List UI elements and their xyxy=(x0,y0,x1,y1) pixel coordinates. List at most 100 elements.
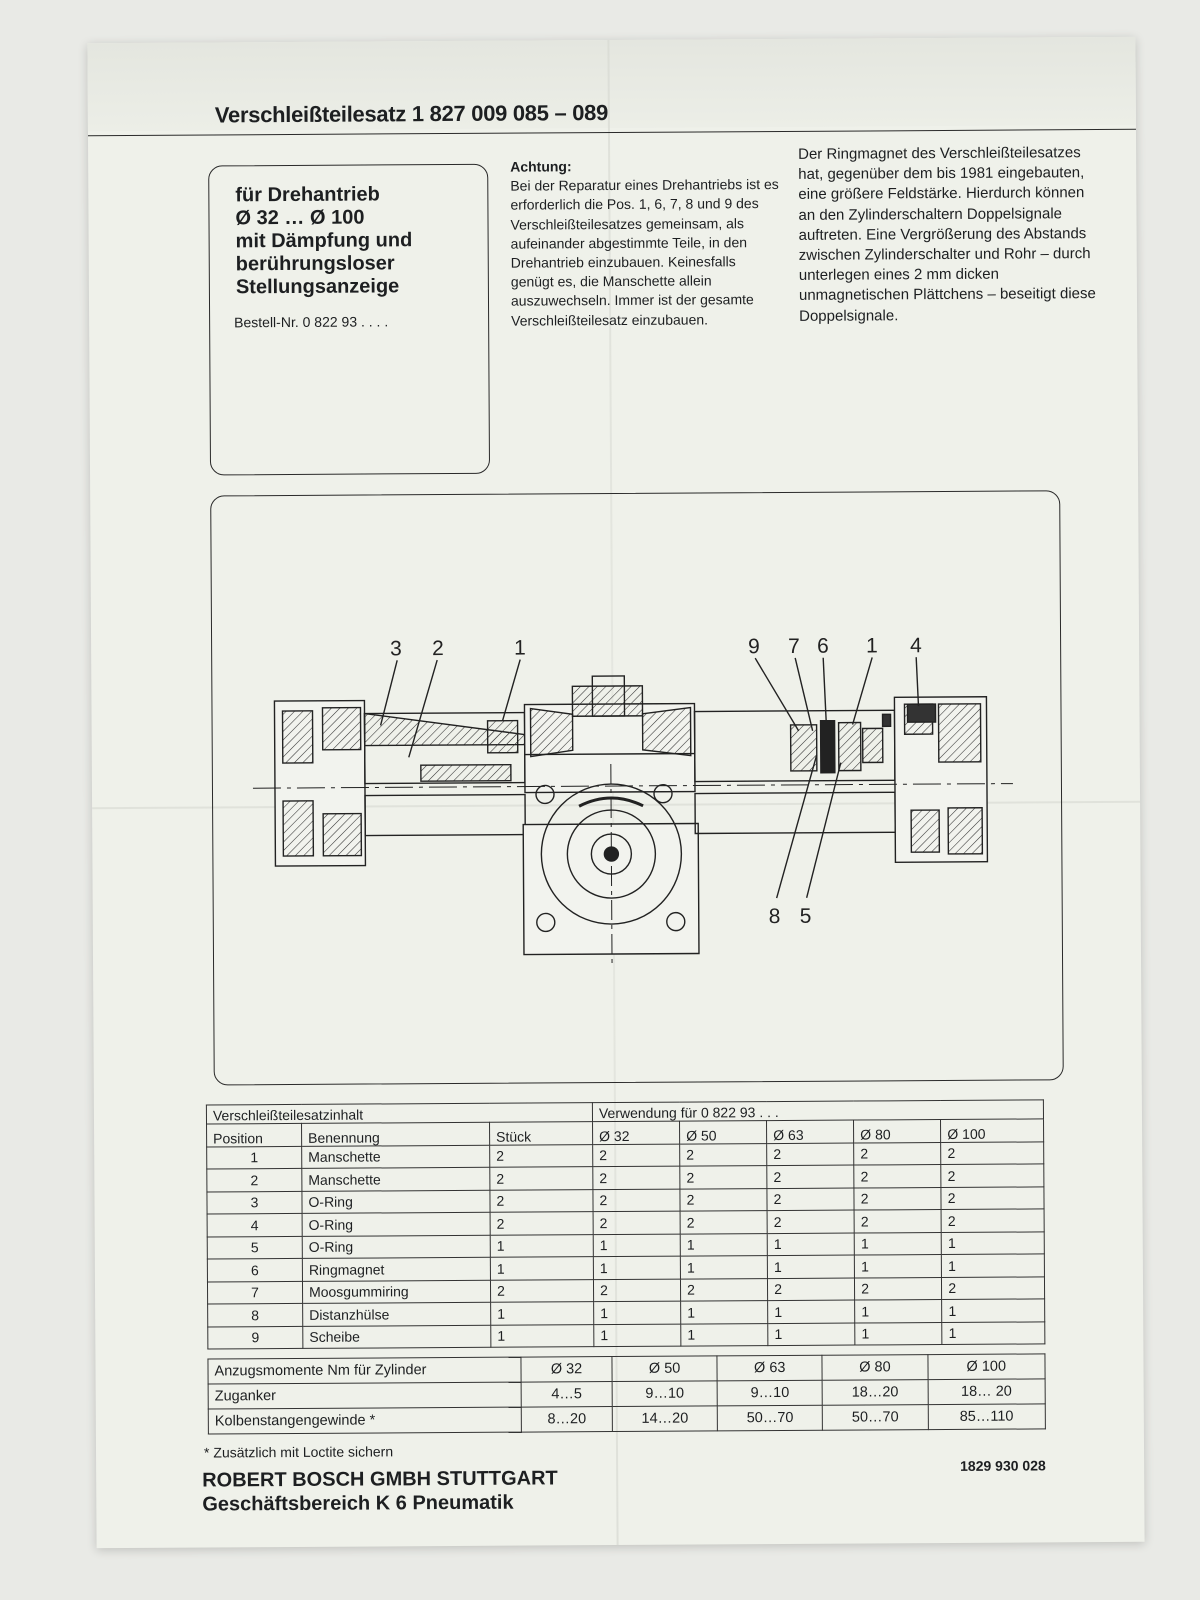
position-cell: 5 xyxy=(207,1235,303,1260)
usage-cell: 1 xyxy=(941,1298,1045,1323)
usage-cell: 1 xyxy=(680,1233,768,1257)
col-qty: Stück xyxy=(489,1121,593,1145)
usage-cell: 1 xyxy=(593,1323,681,1347)
callout-label: 4 xyxy=(910,634,922,657)
torque-value: 18… 20 xyxy=(927,1378,1046,1405)
usage-cell: 2 xyxy=(767,1277,855,1301)
qty-cell: 2 xyxy=(489,1166,593,1190)
usage-cell: 1 xyxy=(854,1299,942,1323)
qty-cell: 1 xyxy=(490,1324,594,1348)
document-number: 1829 930 028 xyxy=(960,1457,1046,1474)
usage-cell: 1 xyxy=(854,1254,942,1278)
col-position: Position xyxy=(206,1123,302,1147)
torque-value: 8…20 xyxy=(521,1406,613,1433)
name-cell: Moosgummiring xyxy=(302,1279,491,1304)
usage-cell: 2 xyxy=(592,1143,680,1167)
col-size: Ø 32 xyxy=(592,1121,680,1145)
usage-cell: 2 xyxy=(767,1210,855,1234)
company-division: Geschäftsbereich K 6 Pneumatik xyxy=(202,1491,514,1516)
name-cell: Manschette xyxy=(301,1144,490,1169)
name-cell: O-Ring xyxy=(301,1189,491,1214)
usage-cell: 2 xyxy=(853,1164,942,1188)
callout-label: 6 xyxy=(817,635,829,658)
torque-value: 9…10 xyxy=(612,1380,718,1407)
callouts-bottom: 8 5 xyxy=(769,905,812,928)
usage-cell: 2 xyxy=(941,1276,1045,1300)
usage-cell: 2 xyxy=(680,1210,768,1234)
callout-label: 1 xyxy=(866,634,878,657)
position-cell: 7 xyxy=(207,1280,303,1305)
col-size: Ø 80 xyxy=(853,1119,941,1143)
usage-cell: 2 xyxy=(941,1208,1045,1233)
usage-cell: 2 xyxy=(940,1141,1044,1165)
qty-cell: 1 xyxy=(490,1256,594,1280)
usage-cell: 1 xyxy=(941,1321,1045,1345)
company-block: ROBERT BOSCH GMBH STUTTGART Geschäftsber… xyxy=(202,1466,558,1516)
callout-label: 5 xyxy=(800,905,812,928)
position-cell: 2 xyxy=(206,1168,302,1192)
qty-cell: 1 xyxy=(490,1301,594,1325)
col-size: Ø 50 xyxy=(679,1120,767,1144)
usage-cell: 2 xyxy=(766,1165,855,1189)
usage-cell: 1 xyxy=(767,1232,855,1256)
parts-title: Verschleißteilesatzinhalt xyxy=(206,1102,593,1125)
torque-size: Ø 63 xyxy=(717,1355,823,1381)
position-cell: 1 xyxy=(206,1145,302,1170)
footnote: * Zusätzlich mit Loctite sichern xyxy=(203,1443,394,1461)
qty-cell: 2 xyxy=(489,1144,593,1168)
usage-cell: 2 xyxy=(766,1142,854,1166)
position-cell: 3 xyxy=(206,1190,303,1215)
callout-label: 9 xyxy=(748,635,760,658)
qty-cell: 2 xyxy=(490,1211,594,1235)
torque-value: 9…10 xyxy=(717,1380,823,1406)
callout-label: 7 xyxy=(788,635,800,658)
rotary-actuator-drawing: 3 2 1 9 7 6 1 4 8 5 xyxy=(252,634,1013,965)
usage-cell: 2 xyxy=(941,1186,1045,1210)
name-cell: Manschette xyxy=(301,1167,490,1191)
usage-cell: 1 xyxy=(767,1300,855,1324)
usage-cell: 1 xyxy=(593,1256,681,1280)
torque-size: Ø 50 xyxy=(611,1355,718,1382)
ring-magnet-note: Der Ringmagnet des Verschleißteilesatzes… xyxy=(798,144,1096,325)
col-name: Benennung xyxy=(301,1122,490,1146)
usage-cell: 1 xyxy=(854,1322,943,1346)
torque-value: 14…20 xyxy=(612,1405,718,1432)
usage-cell: 2 xyxy=(941,1163,1044,1188)
product-name: für Drehantrieb Ø 32 … Ø 100 mit Dämpfun… xyxy=(235,183,413,299)
qty-cell: 1 xyxy=(490,1234,594,1258)
usage-cell: 2 xyxy=(680,1278,768,1302)
attention-note: Achtung: Bei der Reparatur eines Drehant… xyxy=(510,156,781,330)
torque-label: Zuganker xyxy=(208,1382,522,1410)
torque-value: 4…5 xyxy=(521,1381,613,1408)
usage-cell: 2 xyxy=(854,1187,942,1211)
usage-cell: 2 xyxy=(679,1165,768,1189)
attention-heading: Achtung: xyxy=(510,158,572,175)
name-cell: Ringmagnet xyxy=(302,1257,491,1281)
position-cell: 8 xyxy=(207,1303,303,1327)
usage-cell: 2 xyxy=(854,1209,942,1233)
usage-cell: 2 xyxy=(853,1142,942,1166)
title-rule xyxy=(87,128,1136,137)
callout-label: 3 xyxy=(390,637,402,660)
torque-value: 85…110 xyxy=(927,1403,1046,1430)
usage-cell: 1 xyxy=(941,1231,1045,1255)
torque-size: Ø 80 xyxy=(822,1354,928,1381)
usage-cell: 1 xyxy=(767,1322,856,1346)
name-cell: Distanzhülse xyxy=(302,1302,491,1326)
document-title: Verschleißteilesatz 1 827 009 085 – 089 xyxy=(214,100,609,128)
product-box: für Drehantrieb Ø 32 … Ø 100 mit Dämpfun… xyxy=(208,163,491,476)
callout-label: 8 xyxy=(769,905,781,928)
torque-size: Ø 32 xyxy=(520,1356,613,1383)
diagram-frame: 3 2 1 9 7 6 1 4 8 5 xyxy=(210,490,1064,1086)
torque-heading: Anzugsmomente Nm für Zylinder xyxy=(207,1357,522,1385)
torque-value: 50…70 xyxy=(822,1404,928,1431)
attention-text: Bei der Reparatur eines Drehantriebs ist… xyxy=(510,176,779,329)
usage-cell: 1 xyxy=(941,1253,1045,1278)
torque-value: 18…20 xyxy=(822,1379,928,1406)
usage-cell: 2 xyxy=(854,1277,942,1301)
torque-value: 50…70 xyxy=(717,1405,823,1431)
usage-cell: 1 xyxy=(854,1232,942,1256)
usage-cell: 1 xyxy=(593,1301,681,1325)
